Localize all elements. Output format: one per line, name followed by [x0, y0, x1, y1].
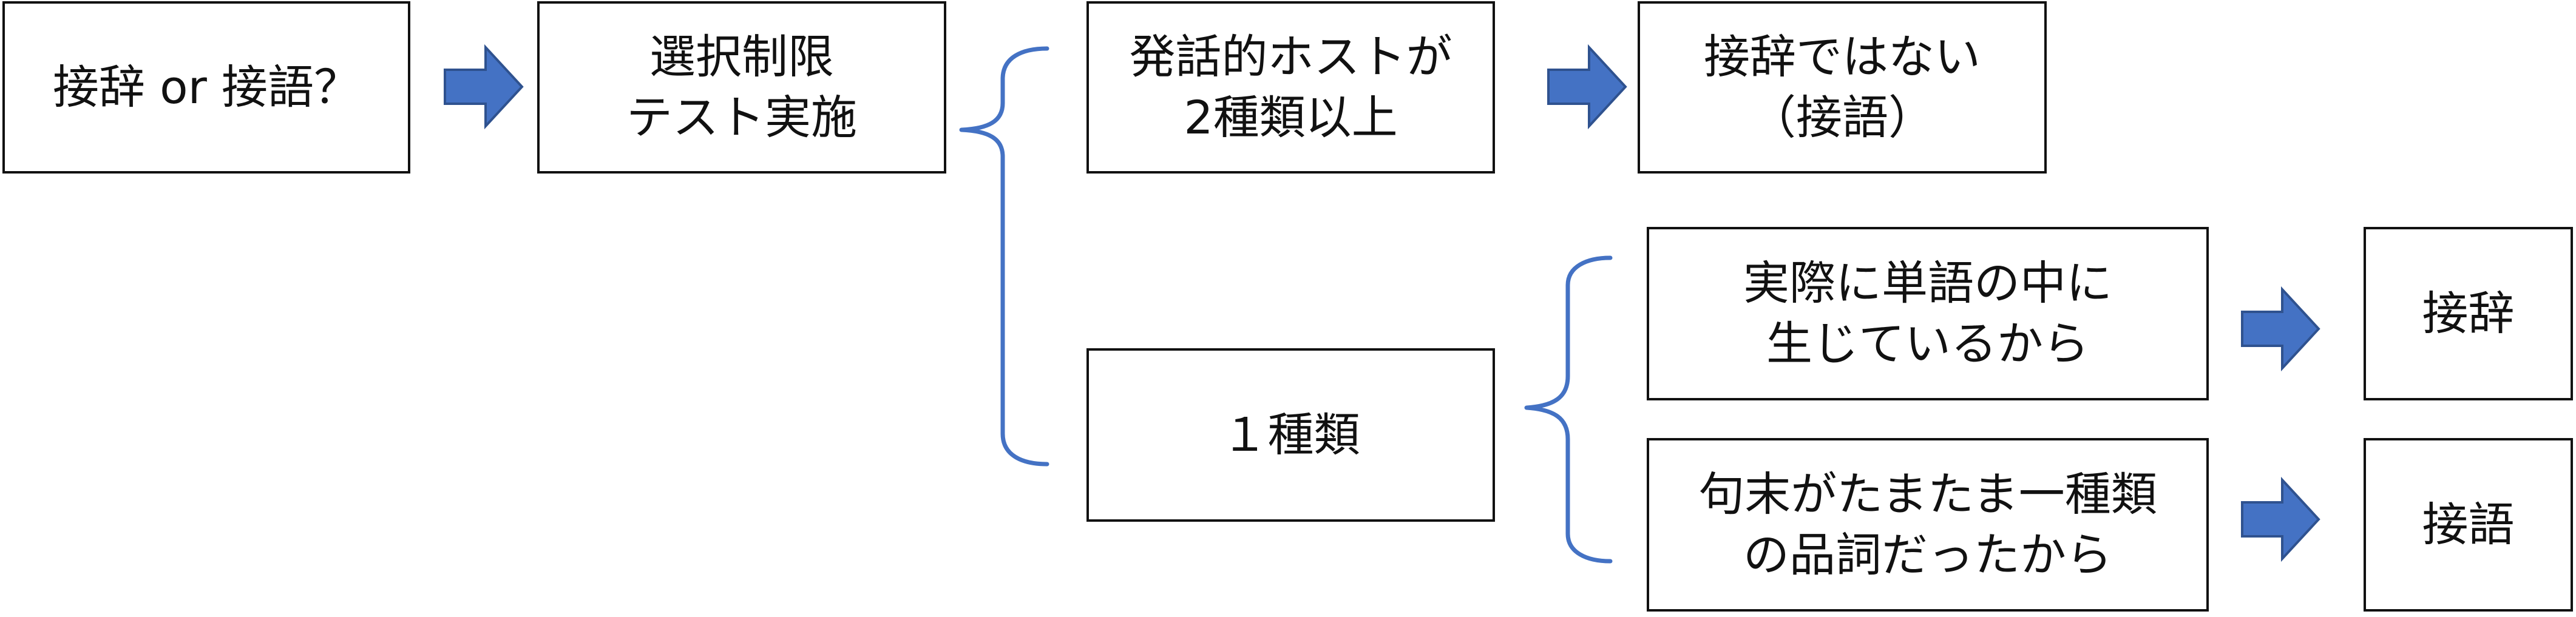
right-block-arrow-icon [444, 44, 524, 130]
node-question: 接辞 or 接語？ [2, 1, 410, 174]
node-phrase-final: 句末がたまたま一種類 の品詞だったから [1647, 438, 2209, 612]
left-curly-brace-icon [959, 46, 1049, 467]
arrow-in-word-to-affix [2241, 286, 2320, 372]
node-clitic: 接語 [2364, 438, 2573, 612]
node-hosts-multiple: 発話的ホストが 2種類以上 [1086, 1, 1495, 174]
arrow-hosts-multiple-to-not-affix [1547, 44, 1627, 130]
right-block-arrow-icon [1547, 44, 1627, 130]
node-not-affix: 接辞ではない （接語） [1638, 1, 2047, 174]
node-hosts-one: １種類 [1086, 348, 1495, 522]
node-selection-test: 選択制限 テスト実施 [537, 1, 946, 174]
node-affix: 接辞 [2364, 227, 2573, 400]
arrow-phrase-final-to-clitic [2241, 476, 2320, 562]
left-curly-brace-icon [1524, 255, 1613, 564]
right-block-arrow-icon [2241, 286, 2320, 372]
node-actually-in-word: 実際に単語の中に 生じているから [1647, 227, 2209, 400]
right-block-arrow-icon [2241, 476, 2320, 562]
arrow-question-to-test [444, 44, 524, 130]
